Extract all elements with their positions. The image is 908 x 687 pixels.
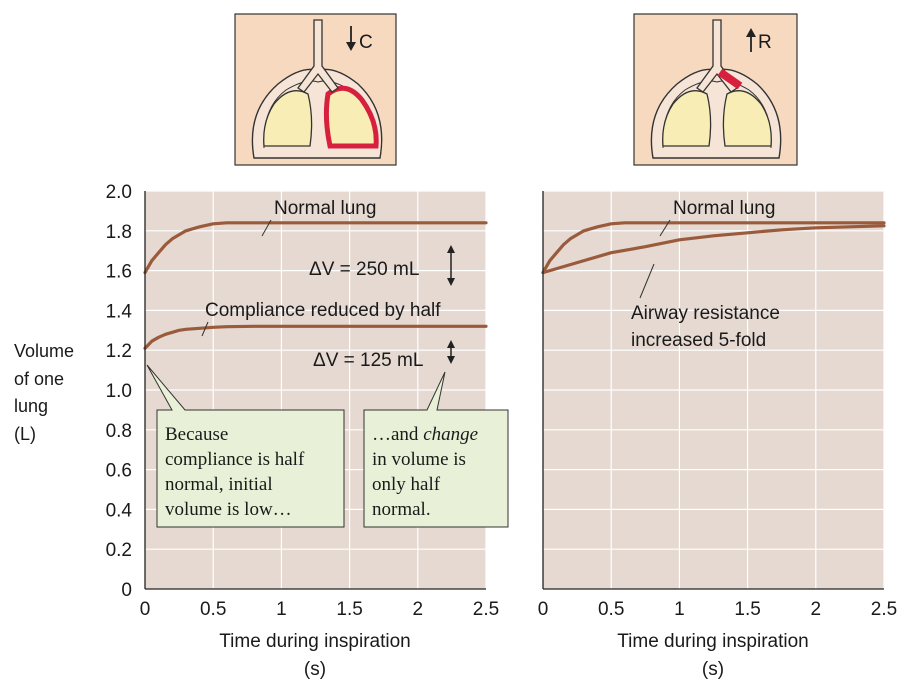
note1-line2: compliance is half — [165, 449, 305, 470]
x-tick-label: 2.5 — [473, 599, 499, 620]
y-tick-label: 0.8 — [106, 421, 132, 442]
x-tick-label: 1.5 — [336, 599, 362, 620]
note-volume-change: …and change in volume is only half norma… — [363, 371, 509, 528]
x-tick-label: 2.5 — [871, 599, 897, 620]
x-tick-label: 0.5 — [598, 599, 624, 620]
right-curves — [541, 221, 886, 275]
left-normal-lung-label: Normal lung — [274, 198, 376, 219]
series-line-2-1 — [541, 221, 886, 275]
y-tick-label: 1.4 — [106, 301, 133, 322]
note1-line1: Because — [165, 424, 228, 445]
note2-line4: normal. — [372, 499, 431, 520]
left-x-axis-unit: (s) — [304, 659, 326, 680]
resistance-leader — [639, 263, 655, 299]
note2-line1: …and change — [372, 424, 478, 445]
left-chart: 0 0.2 0.4 0.6 0.8 1.0 1.2 1.4 1.6 1.8 2.0 0 0.5 1 1.5… — [106, 182, 509, 620]
delta-v-normal-bracket — [447, 245, 455, 286]
left-curves — [143, 221, 488, 350]
lung-right-stiff — [323, 85, 379, 149]
x-tick-label: 0.5 — [200, 599, 226, 620]
y-axis-title-line1: Volume — [14, 341, 74, 361]
left-x-axis-title: Time during inspiration — [219, 631, 411, 652]
left-normal-leader — [261, 219, 272, 237]
y-tick-label: 0 — [121, 580, 132, 601]
lung-left-normal — [263, 90, 313, 147]
y-tick-label: 0.2 — [106, 540, 132, 561]
compliance-reduced-leader — [201, 321, 209, 337]
right-x-axis-title: Time during inspiration — [617, 631, 809, 652]
y-axis-title-line2: of one — [14, 369, 64, 389]
note1-line4: volume is low… — [165, 499, 292, 520]
y-tick-label: 1.2 — [106, 341, 132, 362]
y-tick-label: 1.6 — [106, 262, 132, 283]
trachea-right-icon — [696, 19, 738, 93]
resistance-label-line1: Airway resistance — [631, 303, 780, 324]
lung-left-icon2 — [662, 90, 712, 147]
arrow-up-icon — [746, 28, 756, 52]
note2-line2: in volume is — [372, 449, 466, 470]
delta-v-reduced-label: ΔV = 125 mL — [313, 350, 423, 371]
trachea-left-icon — [297, 19, 339, 93]
y-tick-label: 0.4 — [106, 500, 133, 521]
series-line-2-2 — [541, 224, 886, 275]
note1-line3: normal, initial — [165, 474, 273, 495]
compliance-symbol: C — [359, 32, 373, 53]
compliance-reduced-label: Compliance reduced by half — [205, 300, 441, 321]
resistance-label-line2: increased 5-fold — [631, 330, 766, 351]
resistance-symbol: R — [758, 32, 772, 53]
x-tick-label: 2 — [811, 599, 822, 620]
x-tick-label: 1 — [674, 599, 685, 620]
x-tick-label: 0 — [140, 599, 151, 620]
y-axis-title: Volume of one lung (L) — [14, 341, 74, 444]
right-x-tick-labels: 0 0.5 1 1.5 2 2.5 — [538, 599, 898, 620]
y-tick-label: 2.0 — [106, 182, 132, 203]
right-grid — [543, 190, 885, 589]
left-y-tick-labels: 0 0.2 0.4 0.6 0.8 1.0 1.2 1.4 1.6 1.8 2.0 — [106, 182, 133, 601]
x-tick-label: 1.5 — [734, 599, 760, 620]
y-tick-label: 0.6 — [106, 461, 132, 482]
y-tick-label: 1.8 — [106, 222, 132, 243]
note-initial-volume: Because compliance is half normal, initi… — [146, 364, 345, 528]
y-axis-title-line3: lung — [14, 396, 48, 416]
chest-inner-line-right — [662, 80, 772, 149]
note2-line3: only half — [372, 474, 441, 495]
right-x-axis-unit: (s) — [702, 659, 724, 680]
x-tick-label: 2 — [413, 599, 424, 620]
arrow-down-icon — [346, 26, 356, 51]
right-chart: 0 0.5 1 1.5 2 2.5 Normal lung Airway resistan… — [538, 190, 898, 620]
y-axis-title-line4: (L) — [14, 424, 36, 444]
right-normal-leader — [659, 219, 671, 237]
left-x-tick-labels: 0 0.5 1 1.5 2 2.5 — [140, 599, 500, 620]
y-tick-label: 1.0 — [106, 381, 132, 402]
right-normal-lung-label: Normal lung — [673, 198, 775, 219]
series-line-1-1 — [143, 221, 488, 275]
resistance-icon: R — [633, 13, 798, 166]
x-tick-label: 0 — [538, 599, 549, 620]
delta-v-normal-label: ΔV = 250 mL — [309, 259, 419, 280]
narrowed-airway — [717, 68, 743, 90]
compliance-icon: C — [234, 13, 397, 166]
x-tick-label: 1 — [276, 599, 287, 620]
series-line-1-2 — [143, 324, 488, 350]
delta-v-reduced-bracket — [447, 340, 455, 364]
lung-right-icon2 — [722, 90, 772, 147]
